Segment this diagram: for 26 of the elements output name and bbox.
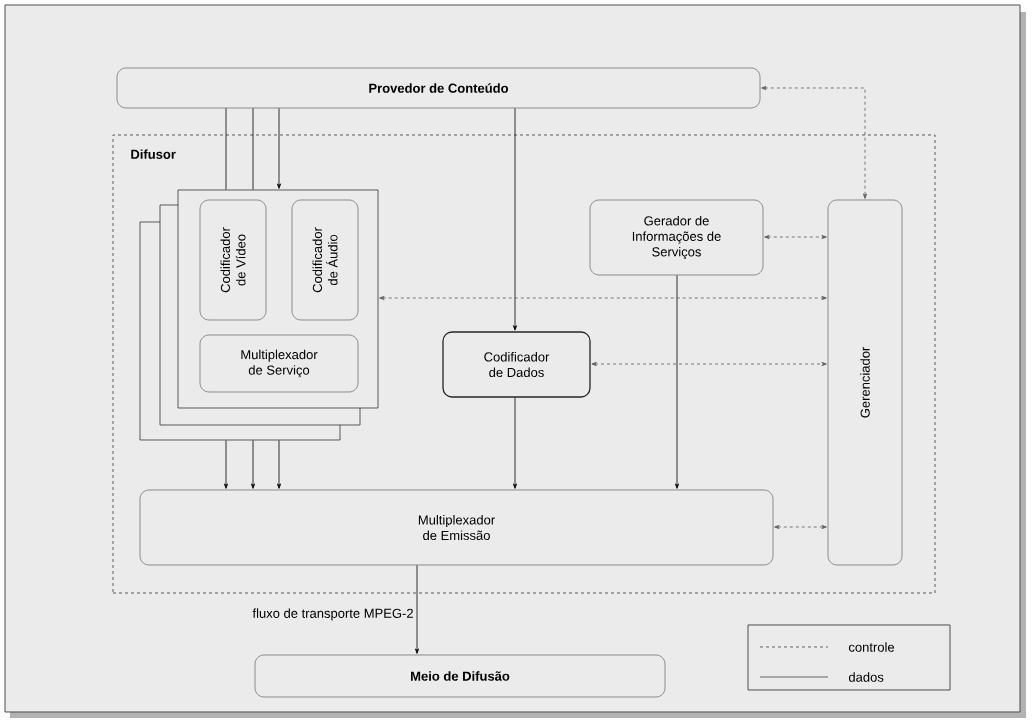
rounded-box: Multiplexador de Emissão bbox=[139, 489, 774, 566]
rounded-box: Multiplexador de Serviço bbox=[199, 334, 359, 393]
rounded-box: Codificador de Vídeo bbox=[199, 199, 267, 321]
rounded-box: Gerador de Informações de Serviços bbox=[589, 199, 764, 276]
rounded-box: Gerenciador bbox=[827, 199, 903, 566]
arrow bbox=[415, 565, 419, 654]
arrow bbox=[513, 397, 517, 489]
arrow bbox=[277, 108, 281, 189]
rounded-box: Meio de Difusão bbox=[254, 654, 666, 698]
arrow bbox=[251, 440, 255, 489]
rounded-box: Codificador de Áudio bbox=[291, 199, 359, 321]
arrow bbox=[764, 235, 827, 239]
arrow bbox=[761, 85, 867, 199]
arrow bbox=[774, 525, 827, 529]
arrow bbox=[379, 296, 827, 300]
legend-label: dados bbox=[848, 672, 884, 682]
region-heading: Difusor bbox=[131, 149, 176, 159]
arrow bbox=[277, 440, 281, 489]
rounded-box: Codificador de Dados bbox=[442, 331, 591, 398]
arrow bbox=[224, 440, 228, 489]
edge-label: fluxo de transporte MPEG-2 bbox=[252, 608, 413, 621]
rounded-box: Provedor de Conteúdo bbox=[116, 67, 761, 109]
arrow bbox=[675, 275, 679, 489]
arrow bbox=[591, 361, 827, 366]
legend-label: controle bbox=[848, 642, 895, 652]
arrow bbox=[513, 108, 517, 331]
